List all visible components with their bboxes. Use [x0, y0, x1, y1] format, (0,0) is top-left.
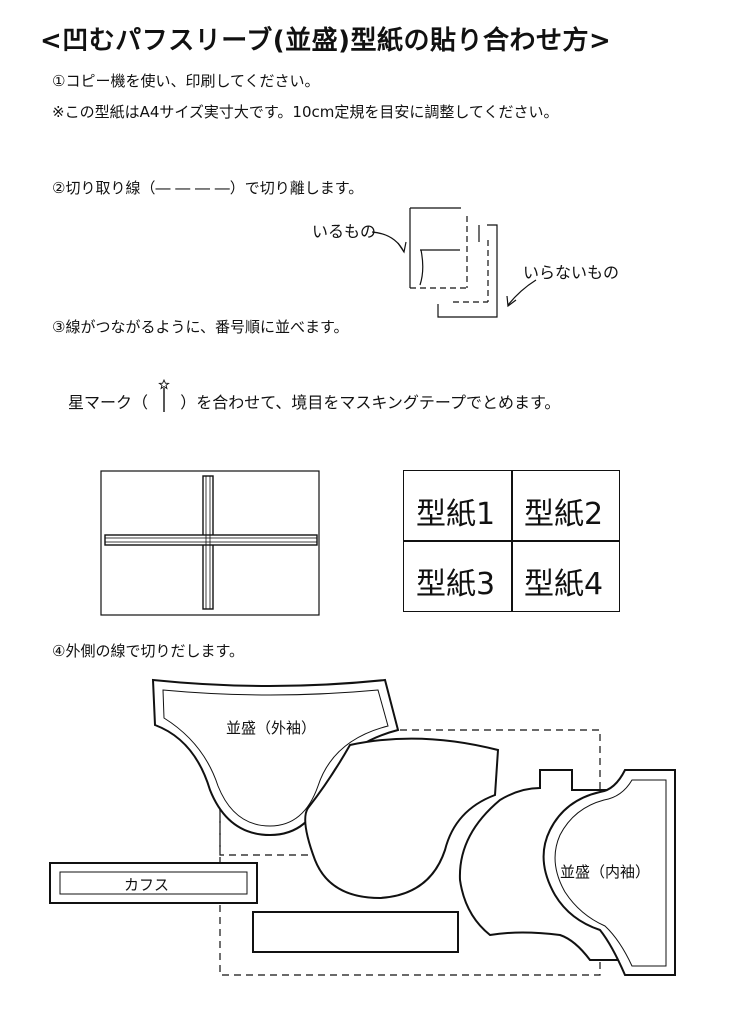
grid-cell-2: 型紙2 — [524, 497, 604, 532]
star-text-before: 星マーク（ — [68, 393, 149, 412]
inner-sleeve-label: 並盛（内袖） — [560, 863, 651, 881]
star-mark-icon — [153, 378, 175, 417]
step-4-text: ④外側の線で切りだします。 — [52, 642, 244, 660]
alignment-diagram — [100, 470, 320, 616]
step-2-text: ②切り取り線（― ― ― ―）で切り離します。 — [52, 179, 364, 197]
arrow-head-discard — [506, 295, 517, 308]
outer-sleeve-label: 並盛（外袖） — [226, 719, 317, 737]
pattern-order-grid: 型紙1 型紙2 型紙3 型紙4 — [403, 470, 620, 612]
middle-pattern-piece — [304, 737, 500, 900]
cuffs-piece — [49, 862, 258, 904]
discard-label: いらないもの — [523, 263, 620, 282]
grid-cell-3: 型紙3 — [416, 567, 496, 602]
inner-sleeve-piece — [542, 769, 676, 976]
scale-note: ※この型紙はA4サイズ実寸大です。10cm定規を目安に調整してください。 — [52, 103, 559, 121]
step-1-text: ①コピー機を使い、印刷してください。 — [52, 72, 320, 90]
band-piece — [252, 911, 459, 953]
arrow-head-keep — [397, 241, 407, 254]
grid-cell-4: 型紙4 — [524, 567, 604, 602]
star-text-after: ）を合わせて、境目をマスキングテープでとめます。 — [180, 393, 561, 412]
cut-line-diagram — [371, 207, 537, 318]
keep-label: いるもの — [312, 222, 377, 241]
grid-cell-1: 型紙1 — [416, 497, 496, 532]
star-instruction: 星マーク（ ）を合わせて、境目をマスキングテープでとめます。 — [68, 378, 561, 417]
step-3-text: ③線がつながるように、番号順に並べます。 — [52, 318, 349, 336]
arrow-to-discard — [507, 279, 537, 306]
page-title: <凹むパフスリーブ(並盛)型紙の貼り合わせ方> — [40, 26, 612, 56]
cuffs-label: カフス — [124, 876, 170, 894]
